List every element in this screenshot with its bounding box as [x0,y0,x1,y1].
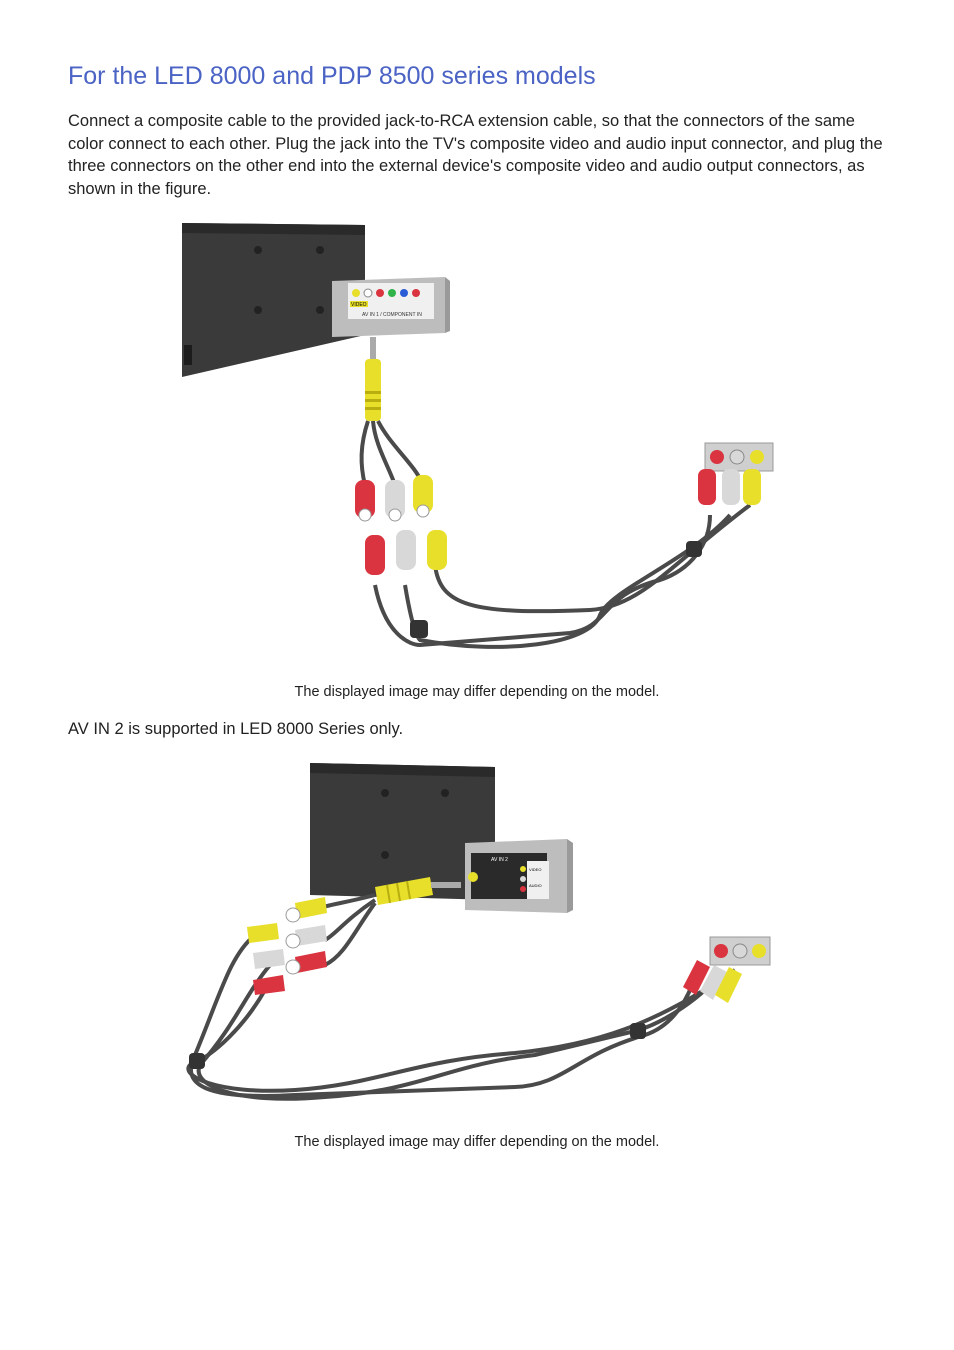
device-output-2 [630,936,771,1039]
figure-2-caption: The displayed image may differ depending… [294,1134,660,1150]
av-in-1-panel: VIDEO AV IN 1 / COMPONENT IN [332,277,450,337]
rca-plugs-left-2 [189,897,327,1069]
av-in-2-panel: AV IN 2 VIDEO AUDIO [465,839,573,913]
panel-video-label: VIDEO [351,302,367,308]
tv-back-1 [182,223,365,377]
cable-group-1 [359,420,752,649]
audio-label-2: AUDIO [529,883,542,888]
jack-plug-2 [375,877,461,905]
av-in-2-note: AV IN 2 is supported in LED 8000 Series … [68,720,404,738]
page-title: For the LED 8000 and PDP 8500 series mod… [68,62,596,90]
panel-label-2: AV IN 2 [491,857,508,863]
jack-plug-1 [365,337,381,421]
tv-back-2 [310,763,495,900]
figure-1-caption: The displayed image may differ depending… [294,684,660,700]
video-label-2: VIDEO [529,867,541,872]
device-output-1 [686,442,774,557]
connection-diagram-2: AV IN 2 VIDEO AUDIO [186,763,771,1101]
rca-plugs-left-1 [355,475,447,638]
cable-group-2 [186,893,737,1101]
connection-diagram-1: VIDEO AV IN 1 / COMPONENT IN [182,223,774,649]
instruction-paragraph: Connect a composite cable to the provide… [68,112,883,198]
panel-label-1: AV IN 1 / COMPONENT IN [362,312,422,318]
